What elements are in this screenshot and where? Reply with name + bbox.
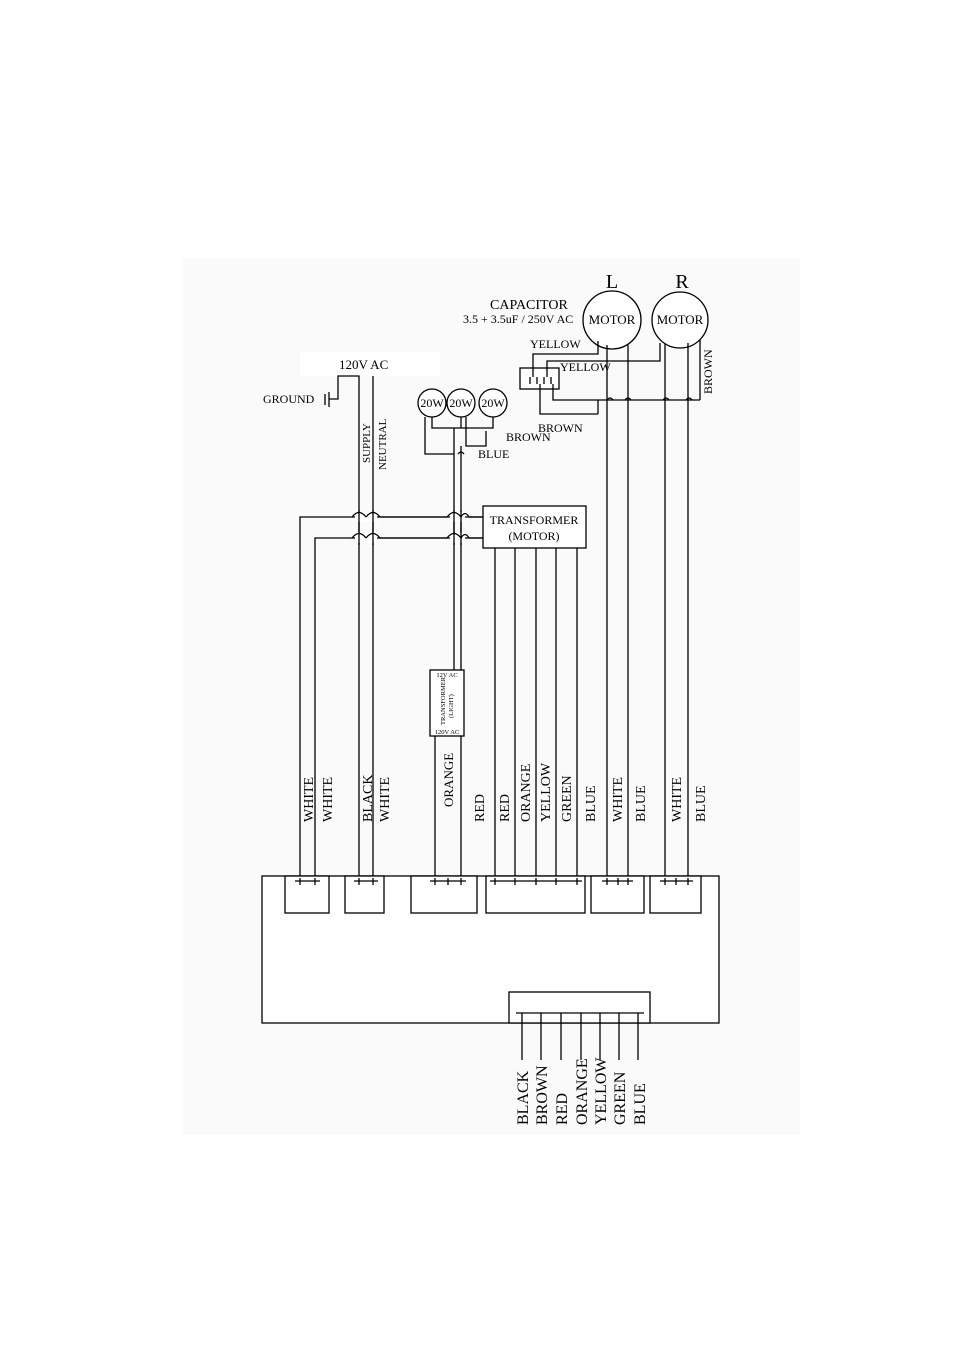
light-transformer-line1: TRANSFORMER — [440, 676, 447, 725]
wire-label-15: BLUE — [694, 785, 709, 822]
lamp-3-label: 20W — [481, 396, 505, 410]
bottom-label-2: BROWN — [534, 1065, 551, 1125]
wire-label-1: WHITE — [302, 777, 317, 822]
wire-label-8: ORANGE — [519, 764, 534, 822]
motor-transformer-line2: (MOTOR) — [508, 529, 559, 543]
wire-label-7: RED — [498, 794, 513, 822]
lamp-1: 20W — [417, 388, 447, 418]
motor-transformer-outputs — [494, 548, 578, 878]
motor-right: R MOTOR — [651, 271, 709, 349]
bottom-label-5: YELLOW — [593, 1057, 610, 1125]
motor-left: L MOTOR — [582, 271, 642, 350]
bottom-label-7: BLUE — [632, 1083, 649, 1125]
motor-left-letter: L — [606, 271, 618, 293]
light-transformer: 12V AC TRANSFORMER (LIGHT) 120V AC — [429, 669, 465, 737]
capacitor-wire-yellow-1: YELLOW — [530, 337, 581, 351]
bottom-labels: BLACK BROWN RED ORANGE YELLOW GREEN BLUE — [515, 1057, 649, 1125]
wire-label-10: GREEN — [560, 775, 575, 822]
motor-transformer: TRANSFORMER (MOTOR) — [482, 505, 587, 549]
lamp-3: 20W — [478, 388, 508, 418]
lamp-wire-blue: BLUE — [478, 447, 509, 461]
capacitor-wire-yellow-2: YELLOW — [560, 360, 611, 374]
connector-6 — [649, 875, 702, 914]
connector-2 — [344, 875, 385, 914]
wire-label-3: BLACK — [361, 775, 376, 822]
capacitor — [519, 367, 560, 390]
lamp-2-label: 20W — [449, 396, 473, 410]
bottom-label-6: GREEN — [612, 1071, 629, 1125]
wire-labels: WHITE WHITE BLACK WHITE ORANGE RED RED O… — [302, 753, 709, 822]
motor-left-label: MOTOR — [589, 312, 636, 327]
supply-label-bg — [300, 352, 440, 376]
lamp-2: 20W — [446, 388, 476, 418]
neutral-label: NEUTRAL — [377, 418, 389, 470]
wire-label-2: WHITE — [321, 777, 336, 822]
wire-label-11: BLUE — [584, 785, 599, 822]
connector-bottom — [508, 991, 651, 1024]
motor-transformer-line1: TRANSFORMER — [490, 513, 579, 527]
wire-label-9: YELLOW — [539, 762, 554, 822]
supply-label: SUPPLY — [361, 423, 373, 463]
light-transformer-top: 12V AC — [436, 672, 457, 679]
capacitor-wire-brown-1: BROWN — [538, 421, 583, 435]
supply-voltage: 120V AC — [339, 357, 388, 372]
connector-3 — [410, 875, 478, 914]
wire-label-6: RED — [473, 794, 488, 822]
light-transformer-line2: (LIGHT) — [448, 694, 455, 718]
wire-label-12: WHITE — [611, 777, 626, 822]
motor-leads — [606, 343, 689, 878]
lamp-1-label: 20W — [420, 396, 444, 410]
capacitor-spec: 3.5 + 3.5uF / 250V AC — [463, 312, 573, 326]
ground-label: GROUND — [263, 392, 315, 406]
wire-label-4: WHITE — [378, 777, 393, 822]
wire-label-5: ORANGE — [441, 753, 456, 807]
capacitor-title: CAPACITOR — [490, 298, 568, 313]
wire-label-14: WHITE — [670, 777, 685, 822]
bottom-label-1: BLACK — [515, 1070, 532, 1125]
bottom-label-4: ORANGE — [574, 1058, 591, 1125]
lamp-wire-brown: BROWN — [506, 430, 551, 444]
motor-right-label: MOTOR — [657, 312, 704, 327]
connector-1 — [284, 875, 330, 914]
bottom-label-3: RED — [554, 1093, 571, 1125]
transformer-feed — [299, 510, 483, 878]
control-board — [261, 875, 720, 1060]
capacitor-wiring — [532, 340, 701, 415]
motor-right-letter: R — [675, 271, 689, 293]
capacitor-wire-brown-right: BROWN — [701, 349, 715, 394]
wire-label-13: BLUE — [634, 785, 649, 822]
lamp-wiring — [424, 417, 494, 672]
light-transformer-bottom: 120V AC — [435, 729, 460, 736]
